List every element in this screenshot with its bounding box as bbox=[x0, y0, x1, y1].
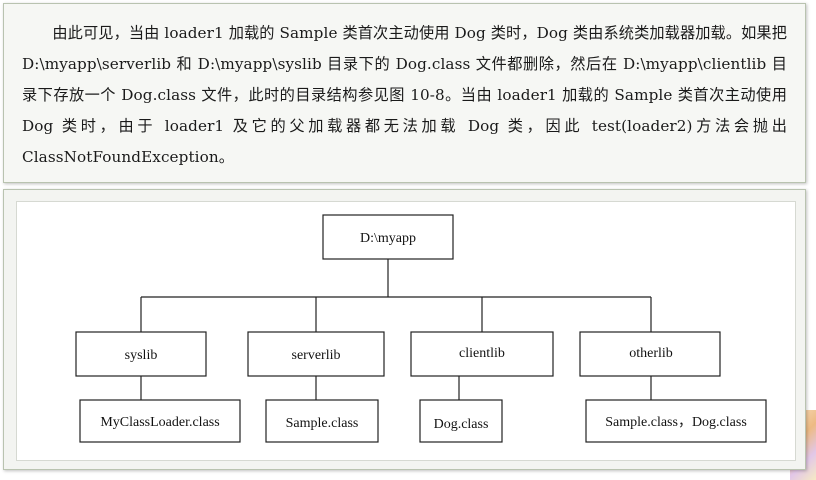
file-box-serverlib bbox=[265, 399, 379, 443]
file-label-clientlib: Dog.class bbox=[434, 417, 489, 432]
folder-label-serverlib: serverlib bbox=[292, 348, 341, 363]
body-paragraph: 由此可见，当由 loader1 加载的 Sample 类首次主动使用 Dog 类… bbox=[22, 24, 787, 166]
root-folder-label: D:\myapp bbox=[360, 231, 416, 246]
file-label-serverlib: Sample.class bbox=[286, 416, 359, 431]
file-box-clientlib bbox=[419, 399, 503, 443]
folder-box-clientlib bbox=[410, 331, 554, 377]
file-label-syslib: MyClassLoader.class bbox=[100, 415, 219, 430]
directory-diagram: D:\myapp syslib serverlib clientlib othe… bbox=[16, 201, 796, 461]
file-box-syslib bbox=[79, 399, 241, 443]
folder-label-otherlib: otherlib bbox=[629, 346, 673, 361]
folder-label-clientlib: clientlib bbox=[459, 346, 505, 361]
file-box-otherlib bbox=[585, 399, 767, 443]
root-folder-box bbox=[322, 214, 454, 260]
text-panel: 由此可见，当由 loader1 加载的 Sample 类首次主动使用 Dog 类… bbox=[3, 3, 806, 183]
file-label-otherlib: Sample.class，Dog.class bbox=[605, 415, 747, 430]
folder-label-syslib: syslib bbox=[125, 348, 158, 363]
diagram-panel: D:\myapp syslib serverlib clientlib othe… bbox=[3, 189, 806, 470]
directory-tree-svg: D:\myapp syslib serverlib clientlib othe… bbox=[75, 214, 767, 443]
folder-box-otherlib bbox=[579, 331, 721, 377]
